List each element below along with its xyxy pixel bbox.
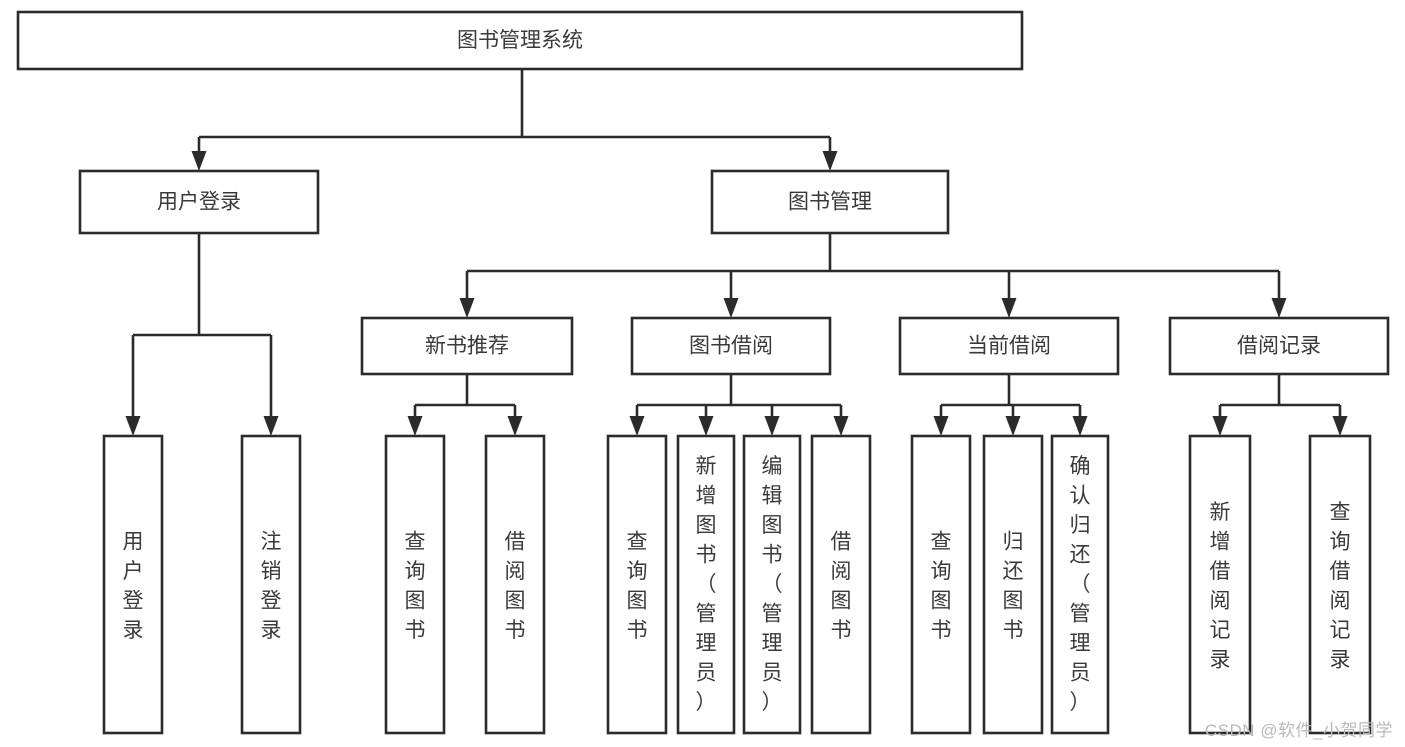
node-label: 借阅图书 xyxy=(505,531,526,643)
arrow-head-icon xyxy=(1332,416,1348,436)
arrow-head-icon xyxy=(191,151,207,171)
arrow-head-icon xyxy=(1072,416,1088,436)
connector-layer xyxy=(125,69,1348,436)
node-label: 确认归还（管理员） xyxy=(1070,455,1091,714)
node-leaf-edit-book-admin[interactable]: 编辑图书（管理员） xyxy=(742,434,802,735)
arrow-head-icon xyxy=(723,298,739,318)
arrow-head-icon xyxy=(263,416,279,436)
arrow-head-icon xyxy=(1005,416,1021,436)
arrow-head-icon xyxy=(1212,416,1228,436)
edges-user-login xyxy=(125,233,279,436)
node-leaf-query-book-2[interactable]: 查询图书 xyxy=(606,434,668,735)
arrow-head-icon xyxy=(764,416,780,436)
arrow-head-icon xyxy=(629,416,645,436)
node-label: 查询图书 xyxy=(627,531,648,643)
watermark-text: CSDN @软件_小贺同学 xyxy=(1204,721,1393,740)
arrow-head-icon xyxy=(822,151,838,171)
node-book-manage[interactable]: 图书管理 xyxy=(710,169,950,235)
node-layer: 图书管理系统用户登录图书管理新书推荐图书借阅当前借阅借阅记录用户登录注销登录查询… xyxy=(16,10,1390,735)
node-leaf-logout-login[interactable]: 注销登录 xyxy=(240,434,302,735)
node-label: 借阅图书 xyxy=(831,531,852,643)
edges-root xyxy=(191,69,838,171)
node-root[interactable]: 图书管理系统 xyxy=(16,10,1024,71)
node-label: 新书推荐 xyxy=(425,335,509,358)
node-leaf-confirm-return-admin[interactable]: 确认归还（管理员） xyxy=(1050,434,1110,735)
node-label: 借阅记录 xyxy=(1237,335,1321,358)
arrow-head-icon xyxy=(1001,298,1017,318)
node-leaf-query-book-1[interactable]: 查询图书 xyxy=(384,434,446,735)
edges-borrow-record xyxy=(1212,374,1348,436)
arrow-head-icon xyxy=(933,416,949,436)
arrow-head-icon xyxy=(833,416,849,436)
node-label: 新增借阅记录 xyxy=(1210,501,1231,672)
node-label: 归还图书 xyxy=(1003,531,1024,643)
node-leaf-borrow-book-1[interactable]: 借阅图书 xyxy=(484,434,546,735)
node-label: 编辑图书（管理员） xyxy=(762,455,783,714)
node-leaf-user-login[interactable]: 用户登录 xyxy=(102,434,164,735)
node-label: 查询借阅记录 xyxy=(1330,501,1351,672)
node-book-borrow[interactable]: 图书借阅 xyxy=(630,316,832,376)
edges-current-borrow xyxy=(933,374,1088,436)
arrow-head-icon xyxy=(407,416,423,436)
arrow-head-icon xyxy=(1271,298,1287,318)
node-label: 图书管理 xyxy=(788,191,872,214)
node-label: 当前借阅 xyxy=(967,335,1051,358)
node-leaf-query-borrow-record[interactable]: 查询借阅记录 xyxy=(1308,434,1372,735)
node-borrow-record[interactable]: 借阅记录 xyxy=(1168,316,1390,376)
node-label: 查询图书 xyxy=(931,531,952,643)
node-label: 查询图书 xyxy=(405,531,426,643)
node-label: 用户登录 xyxy=(123,531,144,643)
node-new-book-rec[interactable]: 新书推荐 xyxy=(360,316,574,376)
arrow-head-icon xyxy=(125,416,141,436)
arrow-head-icon xyxy=(698,416,714,436)
edges-book-manage xyxy=(459,233,1287,318)
node-label: 图书借阅 xyxy=(689,335,773,358)
node-leaf-return-book[interactable]: 归还图书 xyxy=(982,434,1044,735)
node-label: 用户登录 xyxy=(157,191,241,214)
node-label: 图书管理系统 xyxy=(457,29,583,52)
node-user-login[interactable]: 用户登录 xyxy=(78,169,320,235)
arrow-head-icon xyxy=(459,298,475,318)
edges-new-book-rec xyxy=(407,374,523,436)
arrow-head-icon xyxy=(507,416,523,436)
node-label: 注销登录 xyxy=(261,531,282,643)
node-leaf-add-borrow-record[interactable]: 新增借阅记录 xyxy=(1188,434,1252,735)
edges-book-borrow xyxy=(629,374,849,436)
node-leaf-borrow-book-2[interactable]: 借阅图书 xyxy=(810,434,872,735)
node-label: 新增图书（管理员） xyxy=(696,455,717,714)
node-leaf-add-book-admin[interactable]: 新增图书（管理员） xyxy=(676,434,736,735)
node-leaf-query-book-3[interactable]: 查询图书 xyxy=(910,434,972,735)
node-current-borrow[interactable]: 当前借阅 xyxy=(898,316,1120,376)
